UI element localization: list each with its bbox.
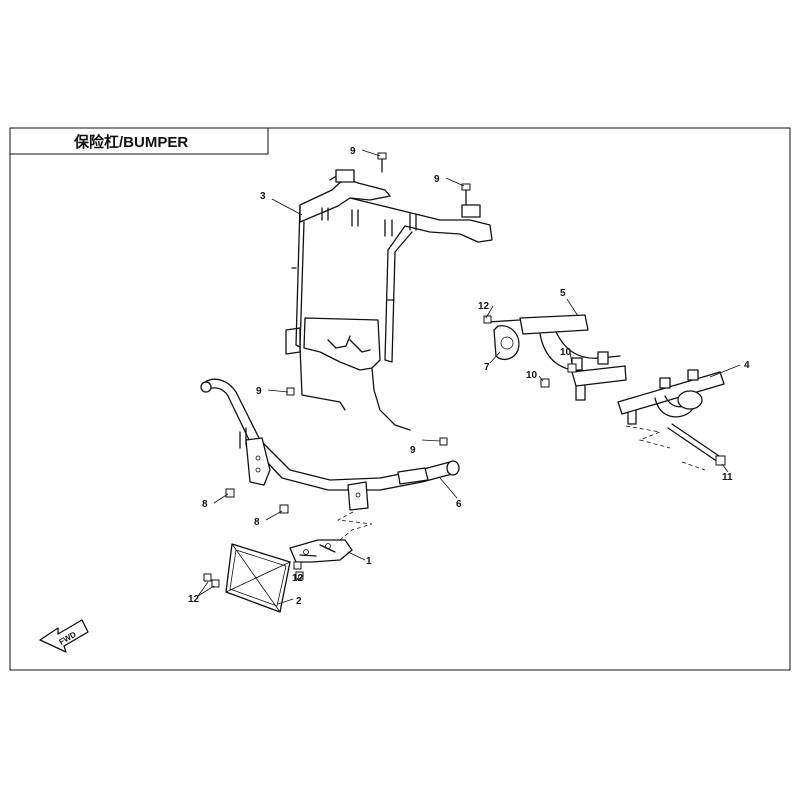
callout-8-lower: 8 — [254, 517, 260, 528]
callout-12-top: 12 — [478, 301, 490, 312]
part-1-bracket — [289, 539, 353, 563]
callout-10-lower: 10 — [526, 370, 538, 381]
sheet-border — [9, 127, 791, 671]
callout-2: 2 — [296, 596, 302, 607]
part-5-brace — [519, 314, 627, 401]
callout-9-mid-right: 9 — [410, 445, 416, 456]
leader-lines — [197, 149, 741, 605]
callout-5: 5 — [560, 288, 566, 299]
callout-12-bottom: 12 — [188, 594, 200, 605]
part-2-plate — [225, 543, 291, 613]
callout-4: 4 — [744, 360, 750, 371]
callout-6: 6 — [456, 499, 462, 510]
fasteners — [203, 152, 726, 588]
callout-9-mid-left: 9 — [256, 386, 262, 397]
title-box — [9, 127, 269, 155]
callout-9-top-left: 9 — [350, 146, 356, 157]
part-4-brace — [617, 369, 725, 425]
callout-labels: 3 9 9 9 9 5 12 7 10 10 4 11 6 8 8 1 12 1… — [188, 146, 750, 607]
assembly-lines — [336, 425, 706, 541]
callout-10-upper: 10 — [560, 347, 572, 358]
callout-1: 1 — [366, 556, 372, 567]
callout-11: 11 — [722, 472, 733, 483]
diagram-title: 保险杠/BUMPER — [73, 133, 188, 151]
callout-8-upper: 8 — [202, 499, 208, 510]
callout-3: 3 — [260, 191, 266, 202]
part-7-round-bracket — [487, 319, 521, 361]
callout-9-top-right: 9 — [434, 174, 440, 185]
part-3-upper-frame — [285, 169, 493, 431]
callout-7: 7 — [484, 362, 490, 373]
fwd-arrow-icon: FWD — [39, 619, 89, 653]
part-6-lower-bumper — [200, 378, 460, 511]
callout-12-mid: 12 — [292, 573, 304, 584]
